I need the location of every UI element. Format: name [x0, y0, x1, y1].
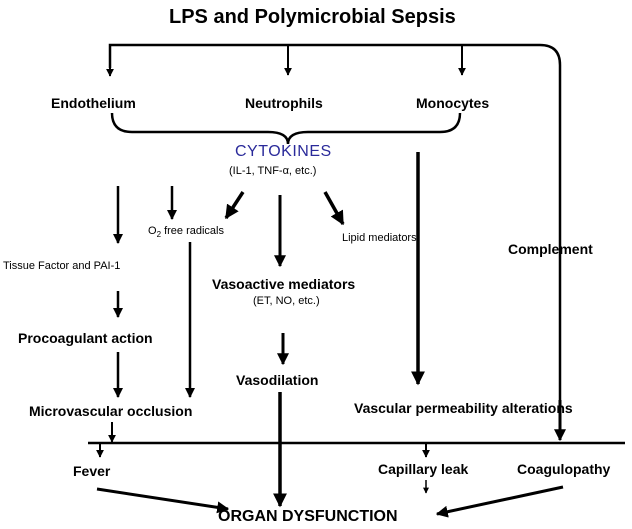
microvascular-occlusion-label: Microvascular occlusion	[29, 403, 193, 419]
endothelium-label: Endothelium	[51, 95, 136, 111]
arrow-cytokines-to-lipid	[323, 191, 345, 226]
organ-dysfunction-label: ORGAN DYSFUNCTION	[218, 508, 398, 525]
sources-brace	[110, 112, 462, 145]
vasoactive-examples: (ET, NO, etc.)	[253, 295, 320, 307]
tissue-factor-label: Tissue Factor and PAI-1	[3, 260, 121, 272]
vasodilation-label: Vasodilation	[236, 372, 319, 388]
vasoactive-mediators-label: Vasoactive mediators	[212, 276, 356, 292]
procoagulant-label: Procoagulant action	[18, 330, 153, 346]
complement-label: Complement	[508, 241, 593, 257]
cytokines-label: CYTOKINES	[235, 143, 332, 160]
monocytes-label: Monocytes	[416, 95, 490, 111]
neutrophils-label: Neutrophils	[245, 95, 323, 111]
top-bracket-line	[108, 43, 562, 436]
arrow-cytokines-to-o2	[224, 191, 245, 220]
arrow-fever-to-organ	[96, 487, 230, 514]
coagulopathy-label: Coagulopathy	[517, 461, 611, 477]
o2-free-radicals-label: O2 free radicals	[148, 225, 224, 240]
fever-label: Fever	[73, 463, 111, 479]
diagram-title: LPS and Polymicrobial Sepsis	[169, 6, 456, 28]
lipid-mediators-label: Lipid mediators	[342, 232, 417, 244]
arrow-coagulopathy-to-organ	[435, 485, 564, 518]
vascular-permeability-label: Vascular permeability alterations	[354, 400, 573, 416]
capillary-leak-label: Capillary leak	[378, 461, 469, 477]
cytokines-examples: (IL-1, TNF-α, etc.)	[229, 165, 317, 177]
